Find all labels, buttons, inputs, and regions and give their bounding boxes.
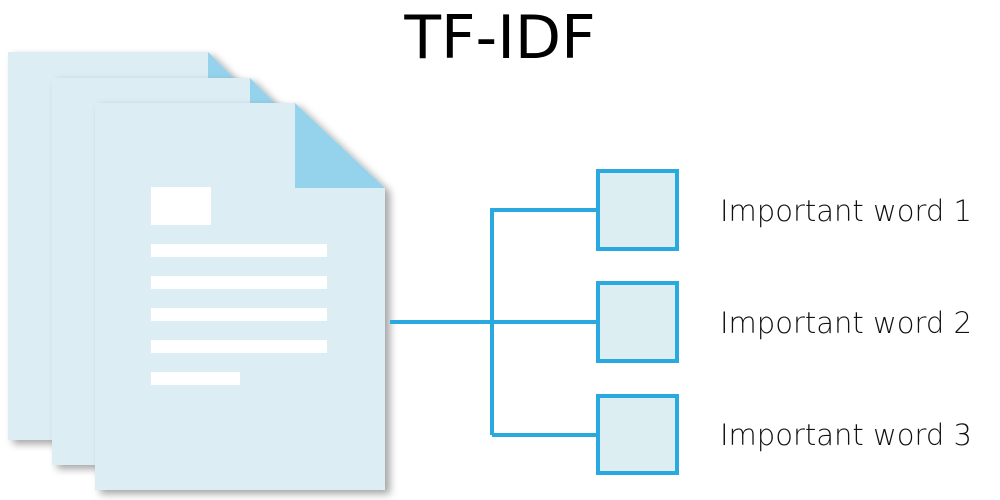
word-box-3 xyxy=(596,394,679,475)
document-3 xyxy=(95,103,385,490)
connector-lines xyxy=(390,208,598,437)
diagram-title: TF-IDF xyxy=(404,3,596,73)
word-box-2 xyxy=(596,281,679,363)
word-label-1: Important word 1 xyxy=(720,194,972,228)
word-box-1 xyxy=(596,169,679,251)
word-label-2: Important word 2 xyxy=(720,306,972,340)
document-text-lines xyxy=(151,187,327,385)
word-label-3: Important word 3 xyxy=(720,418,972,452)
